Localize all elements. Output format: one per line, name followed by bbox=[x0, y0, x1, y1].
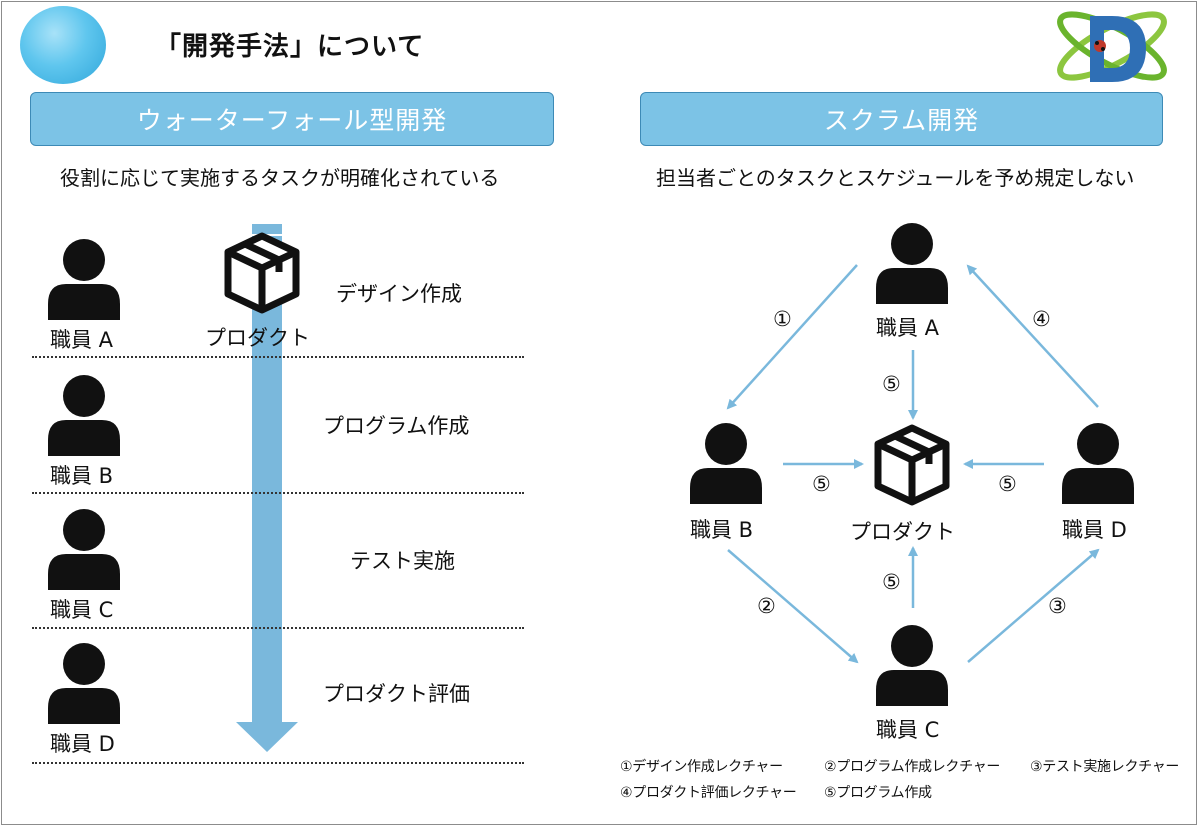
person-icon bbox=[876, 223, 948, 304]
product-box-icon bbox=[872, 424, 952, 506]
waterfall-product-label: プロダクト bbox=[205, 326, 310, 350]
waterfall-heading: ウォーターフォール型開発 bbox=[30, 92, 554, 146]
row-divider bbox=[32, 762, 524, 764]
staff-label-a: 職員 A bbox=[50, 328, 114, 352]
person-icon bbox=[690, 423, 762, 504]
arrow-label-2: ② bbox=[757, 594, 776, 618]
d-logo-icon bbox=[1057, 11, 1167, 82]
task-test: テスト実施 bbox=[350, 549, 455, 573]
legend-item: ①デザイン作成レクチャー bbox=[620, 759, 783, 775]
staff-label-b: 職員 B bbox=[50, 464, 114, 488]
legend-item: ⑤プログラム作成 bbox=[824, 785, 932, 801]
scrum-staff-b: 職員 B bbox=[690, 518, 754, 542]
arrow-label-5-top: ⑤ bbox=[882, 372, 901, 396]
row-divider bbox=[32, 627, 524, 629]
staff-label-c: 職員 C bbox=[50, 598, 114, 622]
arrow-label-5-right: ⑤ bbox=[998, 472, 1017, 496]
person-icon bbox=[1062, 423, 1134, 504]
scrum-heading: スクラム開発 bbox=[640, 92, 1163, 146]
arrow-label-5-bottom: ⑤ bbox=[882, 570, 901, 594]
person-icon bbox=[876, 625, 948, 706]
arrow-label-4: ④ bbox=[1032, 307, 1051, 331]
page-title: 「開発手法」について bbox=[155, 32, 425, 62]
circle-logo bbox=[20, 6, 106, 84]
scrum-product-label: プロダクト bbox=[850, 520, 955, 544]
scrum-staff-a: 職員 A bbox=[876, 316, 940, 340]
arrow-label-1: ① bbox=[773, 307, 792, 331]
row-divider bbox=[32, 356, 524, 358]
legend-item: ③テスト実施レクチャー bbox=[1030, 759, 1180, 775]
legend-item: ④プロダクト評価レクチャー bbox=[620, 785, 797, 801]
row-divider bbox=[32, 492, 524, 494]
arrow-label-3: ③ bbox=[1048, 594, 1067, 618]
waterfall-subtitle: 役割に応じて実施するタスクが明確化されている bbox=[60, 166, 500, 190]
scrum-subtitle: 担当者ごとのタスクとスケジュールを予め規定しない bbox=[656, 166, 1135, 190]
arrow-label-5-left: ⑤ bbox=[812, 472, 831, 496]
scrum-staff-c: 職員 C bbox=[876, 718, 940, 742]
staff-label-d: 職員 D bbox=[50, 732, 115, 756]
task-design: デザイン作成 bbox=[336, 282, 462, 306]
task-evaluation: プロダクト評価 bbox=[323, 682, 470, 706]
legend-item: ②プログラム作成レクチャー bbox=[824, 759, 1001, 775]
scrum-staff-d: 職員 D bbox=[1062, 518, 1127, 542]
task-program: プログラム作成 bbox=[323, 414, 470, 438]
